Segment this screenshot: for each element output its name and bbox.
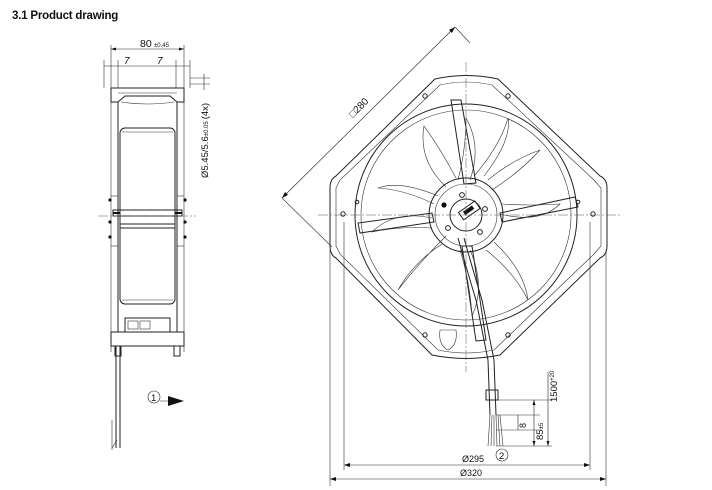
callout-2: 2 (499, 451, 504, 462)
width-dim-tolerance: ±0.45 (154, 43, 170, 49)
side-view: 80 ±0.45 7 7 Ø5.45/5.6±0.05(4x) (98, 38, 211, 450)
hole-dim-text: Ø5.45/5.6±0.05(4x) (200, 103, 211, 178)
dia-inner-dim: Ø295 (462, 454, 484, 464)
flange-left-dim: 7 (124, 56, 130, 67)
cable-length-dim: 1500+20 (549, 370, 560, 402)
wire-strip-dim: 8 (518, 423, 528, 428)
flange-right-dim: 7 (157, 56, 163, 67)
dia-outer-dim: Ø320 (460, 468, 482, 478)
strip-length-dim: 85±5 (535, 422, 546, 440)
fan-blades (371, 116, 561, 317)
front-view: □280 (281, 26, 620, 486)
callout-1: 1 (151, 393, 156, 404)
square-dim: □280 (347, 96, 371, 120)
width-dim-value: 80 (140, 38, 152, 50)
section-title: 3.1 Product drawing (12, 10, 119, 22)
